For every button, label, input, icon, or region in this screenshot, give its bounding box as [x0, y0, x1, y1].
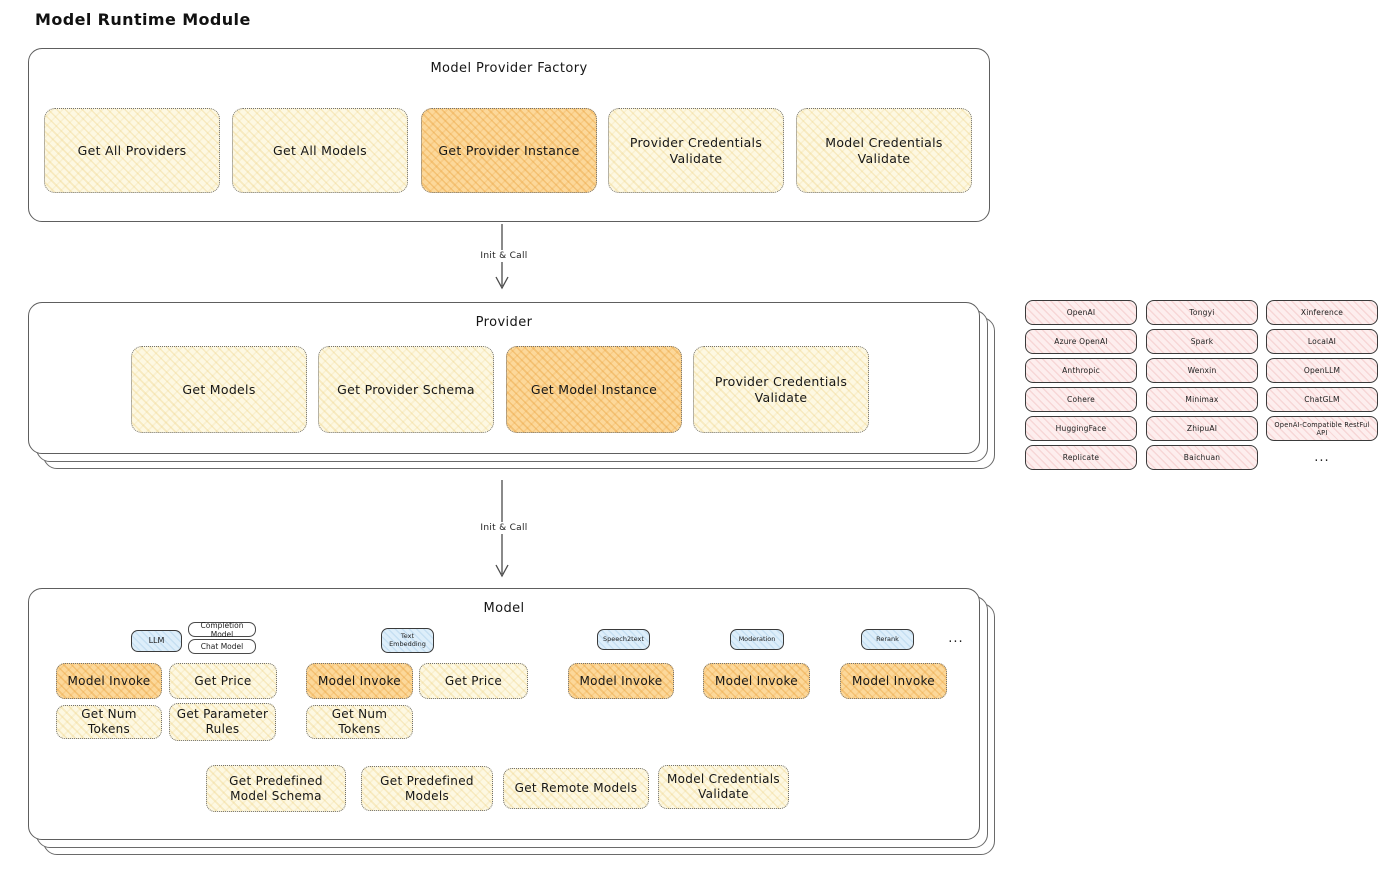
provider-button-get-model-instance: Get Model Instance: [506, 346, 682, 433]
model-provider-factory-box: Model Provider Factory Get All Providers…: [28, 48, 990, 222]
factory-button-get-all-models: Get All Models: [232, 108, 408, 193]
provider-box-stack: Provider Get Models Get Provider Schema …: [28, 302, 995, 469]
tag-speech2text: Speech2text: [597, 629, 650, 650]
get-predefined-models-button: Get Predefined Models: [361, 766, 493, 811]
provider-chip-tongyi: Tongyi: [1146, 300, 1258, 325]
provider-chip-openllm: OpenLLM: [1266, 358, 1378, 383]
init-call-label-2: Init & Call: [468, 522, 540, 534]
provider-title: Provider: [475, 315, 533, 330]
tag-completion-model: Completion Model: [188, 621, 256, 639]
text-embedding-get-num-tokens-button: Get Num Tokens: [306, 705, 413, 739]
provider-chip-baichuan: Baichuan: [1146, 445, 1258, 470]
init-call-label-1: Init & Call: [468, 250, 540, 262]
model-box-stack: Model LLM Completion Model Chat Model Te…: [28, 588, 995, 855]
provider-chip-azure-openai: Azure OpenAI: [1025, 329, 1137, 354]
factory-button-get-all-providers: Get All Providers: [44, 108, 220, 193]
get-remote-models-button: Get Remote Models: [503, 768, 649, 809]
factory-button-provider-credentials-validate: Provider Credentials Validate: [608, 108, 784, 193]
provider-chip-spark: Spark: [1146, 329, 1258, 354]
factory-button-model-credentials-validate: Model Credentials Validate: [796, 108, 972, 193]
tag-chat-model: Chat Model: [188, 639, 256, 654]
provider-chip-chatglm: ChatGLM: [1266, 387, 1378, 412]
text-embedding-get-price-button: Get Price: [419, 663, 528, 699]
rerank-model-invoke-button: Model Invoke: [840, 663, 947, 699]
provider-box: Provider Get Models Get Provider Schema …: [28, 302, 980, 454]
tag-llm: LLM: [131, 630, 182, 652]
provider-chip-minimax: Minimax: [1146, 387, 1258, 412]
provider-chip-replicate: Replicate: [1025, 445, 1137, 470]
tag-rerank: Rerank: [861, 629, 914, 650]
provider-chip-huggingface: HuggingFace: [1025, 416, 1137, 441]
moderation-model-invoke-button: Model Invoke: [703, 663, 810, 699]
provider-chip-anthropic: Anthropic: [1025, 358, 1137, 383]
factory-button-get-provider-instance: Get Provider Instance: [421, 108, 597, 193]
speech2text-model-invoke-button: Model Invoke: [568, 663, 674, 699]
provider-chip-xinference: Xinference: [1266, 300, 1378, 325]
model-credentials-validate-button: Model Credentials Validate: [658, 765, 789, 809]
llm-model-invoke-button: Model Invoke: [56, 663, 162, 699]
llm-get-num-tokens-button: Get Num Tokens: [56, 705, 162, 739]
text-embedding-model-invoke-button: Model Invoke: [306, 663, 413, 699]
llm-get-price-button: Get Price: [169, 663, 277, 699]
model-box: Model LLM Completion Model Chat Model Te…: [28, 588, 980, 840]
provider-button-provider-credentials-validate: Provider Credentials Validate: [693, 346, 869, 433]
model-more-ellipsis: ...: [948, 630, 964, 646]
provider-button-get-provider-schema: Get Provider Schema: [318, 346, 494, 433]
provider-chip-zhipuai: ZhipuAI: [1146, 416, 1258, 441]
tag-text-embedding: Text Embedding: [381, 628, 434, 653]
provider-chip-localai: LocalAI: [1266, 329, 1378, 354]
provider-chip-wenxin: Wenxin: [1146, 358, 1258, 383]
provider-chip-openai-compatible-restful-api: OpenAI-Compatible RestFul API: [1266, 416, 1378, 441]
providers-more-ellipsis: ...: [1314, 450, 1330, 465]
provider-chip-openai: OpenAI: [1025, 300, 1137, 325]
diagram-title: Model Runtime Module: [35, 10, 251, 29]
provider-chip-cohere: Cohere: [1025, 387, 1137, 412]
get-predefined-model-schema-button: Get Predefined Model Schema: [206, 765, 346, 812]
model-title: Model: [483, 601, 525, 616]
factory-title: Model Provider Factory: [430, 61, 588, 76]
tag-moderation: Moderation: [730, 629, 784, 650]
provider-button-get-models: Get Models: [131, 346, 307, 433]
llm-get-parameter-rules-button: Get Parameter Rules: [169, 703, 276, 741]
